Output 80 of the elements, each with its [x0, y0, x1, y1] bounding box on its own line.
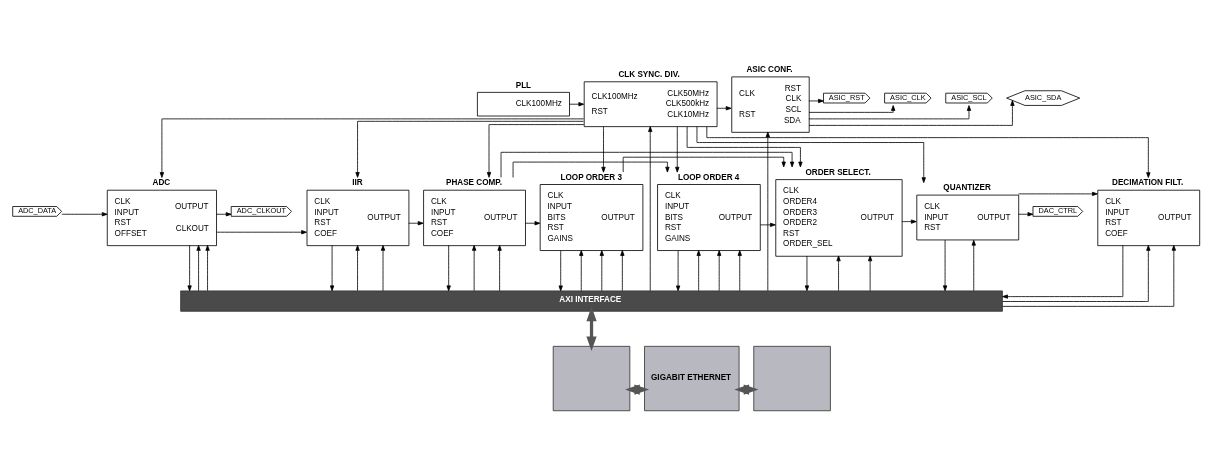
- arrow: [622, 156, 786, 173]
- arrow: [601, 126, 606, 173]
- node-box: CLK100MHz: [477, 92, 570, 117]
- node-box: CLK RST RST CLK SCL SDA: [731, 76, 810, 133]
- arrow: [216, 230, 307, 235]
- node-label: DECIMATION FILT.: [1112, 178, 1184, 188]
- arrow: [971, 239, 976, 292]
- arrow: [579, 250, 584, 292]
- node-label: LOOP ORDER 4: [677, 172, 740, 182]
- arrow: [901, 219, 917, 224]
- arrow: [868, 255, 873, 292]
- arrow: [1018, 212, 1034, 217]
- arrow: [187, 244, 192, 292]
- arrow: [760, 222, 776, 227]
- node-label: LOOP ORDER 3: [560, 172, 622, 182]
- arrow: [716, 106, 732, 111]
- arrow: [500, 151, 795, 178]
- arrow: [620, 250, 625, 292]
- arrow: [524, 221, 541, 226]
- arrow: [196, 245, 201, 292]
- arrow: [808, 105, 972, 120]
- arrow: [205, 245, 210, 292]
- node-box: [753, 345, 831, 412]
- arrow: [355, 245, 360, 292]
- arrow: [1018, 191, 1098, 196]
- node-box: CLK INPUT RST COEF OUTPUT: [1097, 189, 1201, 247]
- arrow: [558, 250, 563, 292]
- node-label: PLL: [515, 80, 532, 90]
- node-box: CLK100MHz RST CLK50MHz CLK500kHz CLK10MHz: [583, 81, 718, 128]
- arrow: [446, 244, 451, 292]
- arrow: [355, 120, 584, 178]
- arrow: [1002, 244, 1124, 299]
- arrow: [765, 131, 770, 292]
- arrow: [808, 98, 824, 104]
- arrow: [942, 239, 948, 292]
- node-box: CLK INPUT RST COEF OUTPUT: [306, 189, 410, 247]
- arrow: [568, 102, 585, 107]
- node-box: AXI INTERFACE: [180, 290, 1003, 312]
- node-label: ORDER SELECT.: [805, 167, 871, 177]
- arrow: [717, 250, 722, 292]
- arrow: [599, 250, 604, 292]
- arrow: [737, 250, 742, 292]
- arrow: [472, 245, 477, 292]
- arrow: [804, 255, 810, 292]
- node-label: QUANTIZER: [943, 183, 991, 193]
- node-label: CLK SYNC. DIV.: [618, 69, 680, 79]
- arrow: [486, 124, 585, 178]
- arrow: [808, 105, 896, 113]
- node-box: GIGABIT ETHERNET: [644, 345, 740, 412]
- arrow: [329, 244, 335, 292]
- arrow: [696, 250, 701, 292]
- arrow: [159, 118, 584, 178]
- arrow: [706, 126, 1151, 178]
- arrow: [61, 212, 108, 217]
- arrow: [808, 100, 1015, 126]
- arrow: [586, 306, 597, 352]
- node-box: CLK INPUT RST OFFSET OUTPUT CLKOUT: [106, 189, 217, 247]
- arrow: [1002, 245, 1151, 302]
- node-box: CLK INPUT RST OUTPUT: [916, 194, 1020, 241]
- arrow: [497, 245, 502, 292]
- arrow: [676, 250, 681, 292]
- arrow: [675, 126, 680, 173]
- node-label: IIR: [352, 178, 363, 188]
- arrow: [686, 126, 803, 168]
- node-box: CLK INPUT BITS RST GAINS OUTPUT: [657, 184, 761, 251]
- node-box: [552, 345, 631, 412]
- node-box: CLK INPUT RST COEF OUTPUT: [423, 189, 526, 247]
- node-label: ADC: [152, 178, 171, 188]
- arrow: [512, 161, 670, 178]
- arrow: [216, 212, 232, 217]
- arrow: [696, 126, 926, 183]
- arrow: [836, 255, 841, 292]
- arrow: [1002, 245, 1176, 307]
- arrow: [380, 245, 386, 292]
- node-box: CLK ORDER4 ORDER3 ORDER2 RST ORDER_SEL OUTPUT: [775, 179, 903, 257]
- node-box: CLK INPUT BITS RST GAINS OUTPUT: [539, 184, 644, 251]
- arrow: [648, 126, 653, 292]
- node-label: ASIC CONF.: [746, 65, 793, 75]
- arrow: [408, 221, 424, 226]
- node-label: PHASE COMP.: [446, 178, 502, 188]
